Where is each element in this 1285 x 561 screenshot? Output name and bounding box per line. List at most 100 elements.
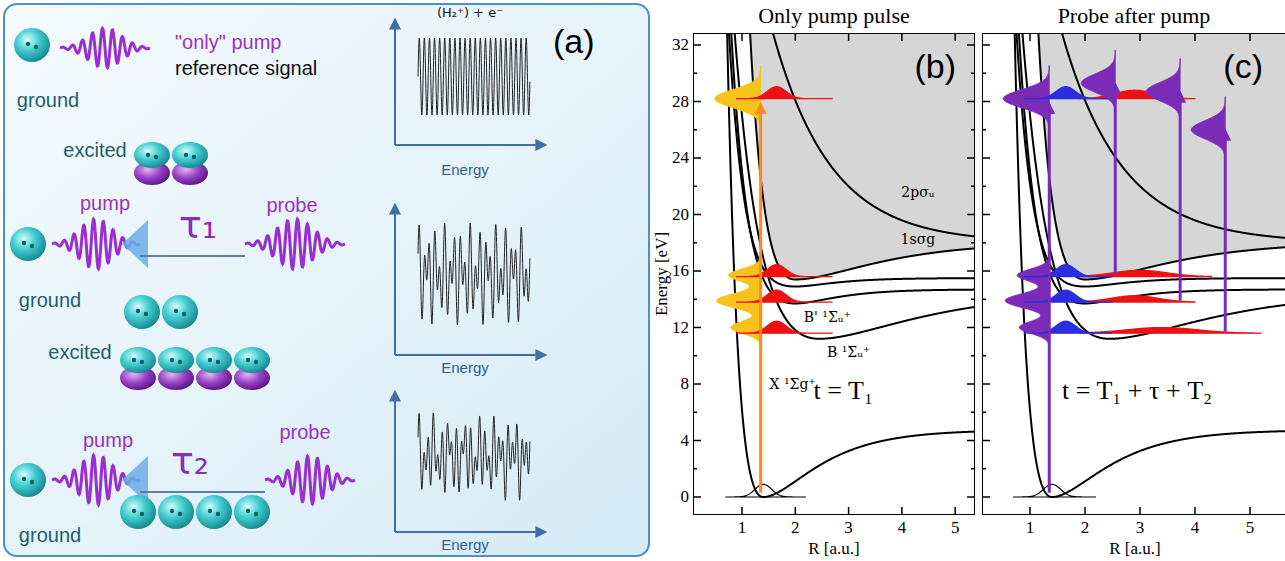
axis-arrow [395,354,545,356]
panel-letter: (c) [1223,48,1263,85]
axis-title: Energy [eV] [653,232,672,316]
potential-plot [705,33,975,497]
axis-arrow [394,20,396,145]
axis-arrow [395,144,545,146]
photoelectron-spectrum [418,38,530,115]
ground-molecule [14,28,50,62]
wavepacket [1025,265,1113,277]
panel-a-art [3,3,650,557]
axis-label: Energy [441,537,489,554]
excitation-arrow [759,104,762,492]
tick-label: 12 [672,318,689,337]
spectrum-title: (H₂⁺) + e⁻ [437,6,503,20]
tick-label: 5 [951,519,960,538]
state-label: ground [19,524,81,546]
potential-curve [992,33,1285,279]
wavepacket [737,87,833,99]
wavepacket-lobe [1081,50,1115,116]
delay-label: τ₂ [171,441,209,483]
wavepacket [1014,484,1097,497]
potential-curve [705,33,975,287]
wavepacket-lobe [1191,97,1225,163]
wavepacket [737,265,833,277]
tick-label: 1 [738,519,747,538]
axis-ticks [693,33,1250,515]
pulse-label: pump [83,429,133,451]
excited-molecule [234,347,270,390]
state-label: excited [63,139,126,161]
tick-label: 3 [1136,519,1145,538]
tick-label: 1 [1026,519,1035,538]
excitation-arrow [1048,104,1051,492]
potential-curve [705,33,975,497]
axis-arrow [394,205,396,355]
panel-title: Probe after pump [1058,4,1211,28]
pulse-label: probe [266,194,317,216]
pulse-label: pump [80,192,130,214]
ground-molecule [124,295,160,329]
photoelectron-spectrum [418,223,530,325]
tick-label: 32 [672,36,689,55]
tick-label: 2 [791,519,800,538]
wavepacket [1080,328,1262,334]
curve-label: B ¹Σᵤ⁺ [827,345,870,360]
excited-molecule [158,347,194,390]
delay-label: τ₁ [179,205,217,247]
ground-molecule [234,495,270,529]
state-label: ground [17,89,79,111]
continuum-region [705,33,975,279]
wavepacket [1025,290,1113,302]
tick-label: 2 [1081,519,1090,538]
ground-molecule [162,295,198,329]
tick-label: 4 [681,431,690,450]
potential-curve [705,33,975,238]
axis-label: Energy [441,162,489,179]
excited-molecule [172,142,208,185]
excited-molecule [196,347,232,390]
tick-label: 20 [672,205,689,224]
wavepacket [1080,270,1212,276]
curve-label: B' ¹Σᵤ⁺ [804,310,851,325]
state-label: ground [19,289,81,311]
plot-panel-b: Only pump pulse(b) [693,33,975,515]
tick-label: 8 [681,375,690,394]
excited-molecule [120,347,156,390]
tick-label: 16 [672,262,689,281]
state-label: excited [48,341,111,363]
tick-label: 3 [844,519,853,538]
axis-title: R [a.u.] [808,540,859,559]
wavepacket [1080,296,1196,302]
tick-label: 0 [681,488,690,507]
tick-label: 4 [898,519,907,538]
wavepacket [726,484,806,497]
time-label: t = T₁ + τ + T₂ [1062,377,1212,406]
time-label: t = T₁ [814,377,873,406]
tick-label: 24 [672,149,689,168]
excited-molecule [134,142,170,185]
wavepacket-lobe [1146,59,1180,125]
panel-letter: (b) [914,48,956,85]
curve-label: X ¹Σg⁺ [769,378,815,393]
ground-molecule [158,495,194,529]
delay-line [140,491,265,493]
panel-title: Only pump pulse [758,4,910,28]
potential-curve [705,33,975,279]
ground-molecule [10,463,46,497]
potential-curve [992,33,1285,287]
axis-arrow [395,531,545,533]
potential-plot [992,33,1285,497]
panel-background [3,3,650,557]
ground-molecule [120,495,156,529]
potential-curve [992,33,1285,303]
axis-label: Energy [441,360,489,377]
curve-label: 2pσᵤ [901,186,934,201]
probe-pulse [265,456,355,503]
delay-line [140,255,245,257]
ground-molecule [10,227,46,261]
potential-curve [705,33,975,303]
photoelectron-spectrum [418,413,530,500]
axis-arrow [394,392,396,532]
tick-label: 4 [1191,519,1200,538]
panel-letter: (a) [553,23,595,60]
tick-label: 5 [1246,519,1255,538]
